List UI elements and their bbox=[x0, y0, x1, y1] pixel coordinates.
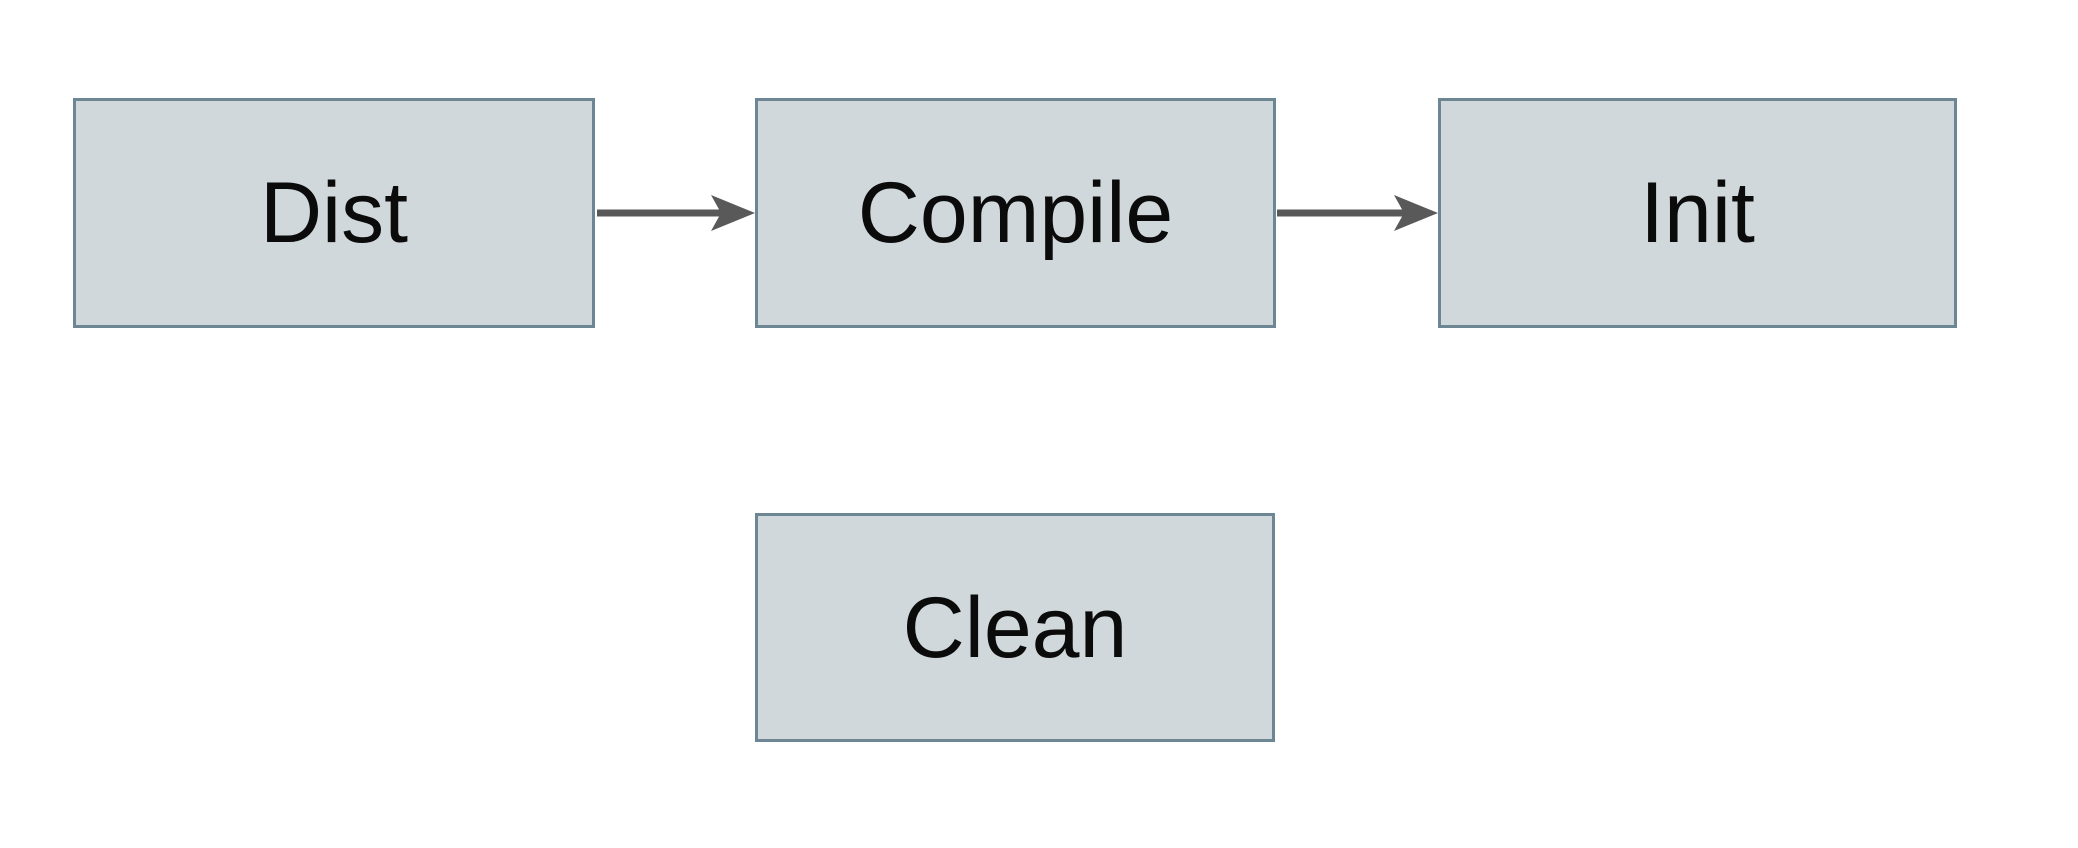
node-compile[interactable]: Compile bbox=[755, 98, 1276, 328]
node-label-init: Init bbox=[1640, 165, 1755, 261]
edge-dist-to-compile[interactable] bbox=[597, 195, 755, 231]
arrow-head-icon bbox=[1394, 195, 1438, 231]
node-init[interactable]: Init bbox=[1438, 98, 1957, 328]
node-label-compile: Compile bbox=[857, 165, 1174, 261]
edge-compile-to-init[interactable] bbox=[1277, 195, 1438, 231]
arrow-head-icon bbox=[711, 195, 755, 231]
node-label-clean: Clean bbox=[902, 579, 1128, 676]
node-label-dist: Dist bbox=[259, 165, 409, 261]
node-clean[interactable]: Clean bbox=[755, 513, 1275, 742]
node-dist[interactable]: Dist bbox=[73, 98, 595, 328]
